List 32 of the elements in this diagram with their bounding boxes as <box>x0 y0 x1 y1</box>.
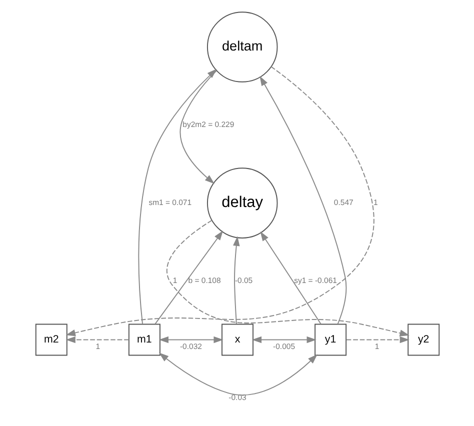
arrow <box>154 230 223 325</box>
arrow <box>65 336 129 344</box>
arrow <box>259 76 346 324</box>
arrow <box>251 336 316 344</box>
arrow <box>158 336 223 344</box>
arrow <box>166 220 410 336</box>
edge-label: -0.03 <box>228 393 246 402</box>
edge-label: sm1 = 0.071 <box>148 198 192 207</box>
node-box: y2 <box>407 324 440 356</box>
arrow <box>179 70 216 184</box>
node-box: x <box>221 324 253 356</box>
edge-label: -0.032 <box>179 342 202 351</box>
edge-label: -0.05 <box>234 276 252 285</box>
edge-label: sy1 = -0.061 <box>294 276 336 285</box>
edge-label: 1 <box>95 342 100 351</box>
node-circle: deltay <box>206 168 278 238</box>
arrow <box>65 66 374 336</box>
edge-label: 1 <box>372 198 378 207</box>
edge-label: 1 <box>172 276 177 285</box>
edge-label: b = 0.108 <box>188 276 220 285</box>
arrow <box>232 236 240 324</box>
arrow <box>260 231 321 325</box>
edge-label: 0.547 <box>333 198 353 207</box>
edge-label: by2m2 = 0.229 <box>182 120 234 129</box>
node-box: y1 <box>314 324 346 356</box>
arrow <box>345 336 410 344</box>
arrow <box>158 352 317 396</box>
arrow <box>138 68 216 324</box>
node-box: m1 <box>128 324 160 356</box>
edge-label: 1 <box>374 342 379 351</box>
node-box: m2 <box>34 324 67 356</box>
edge-label: -0.005 <box>272 342 295 351</box>
